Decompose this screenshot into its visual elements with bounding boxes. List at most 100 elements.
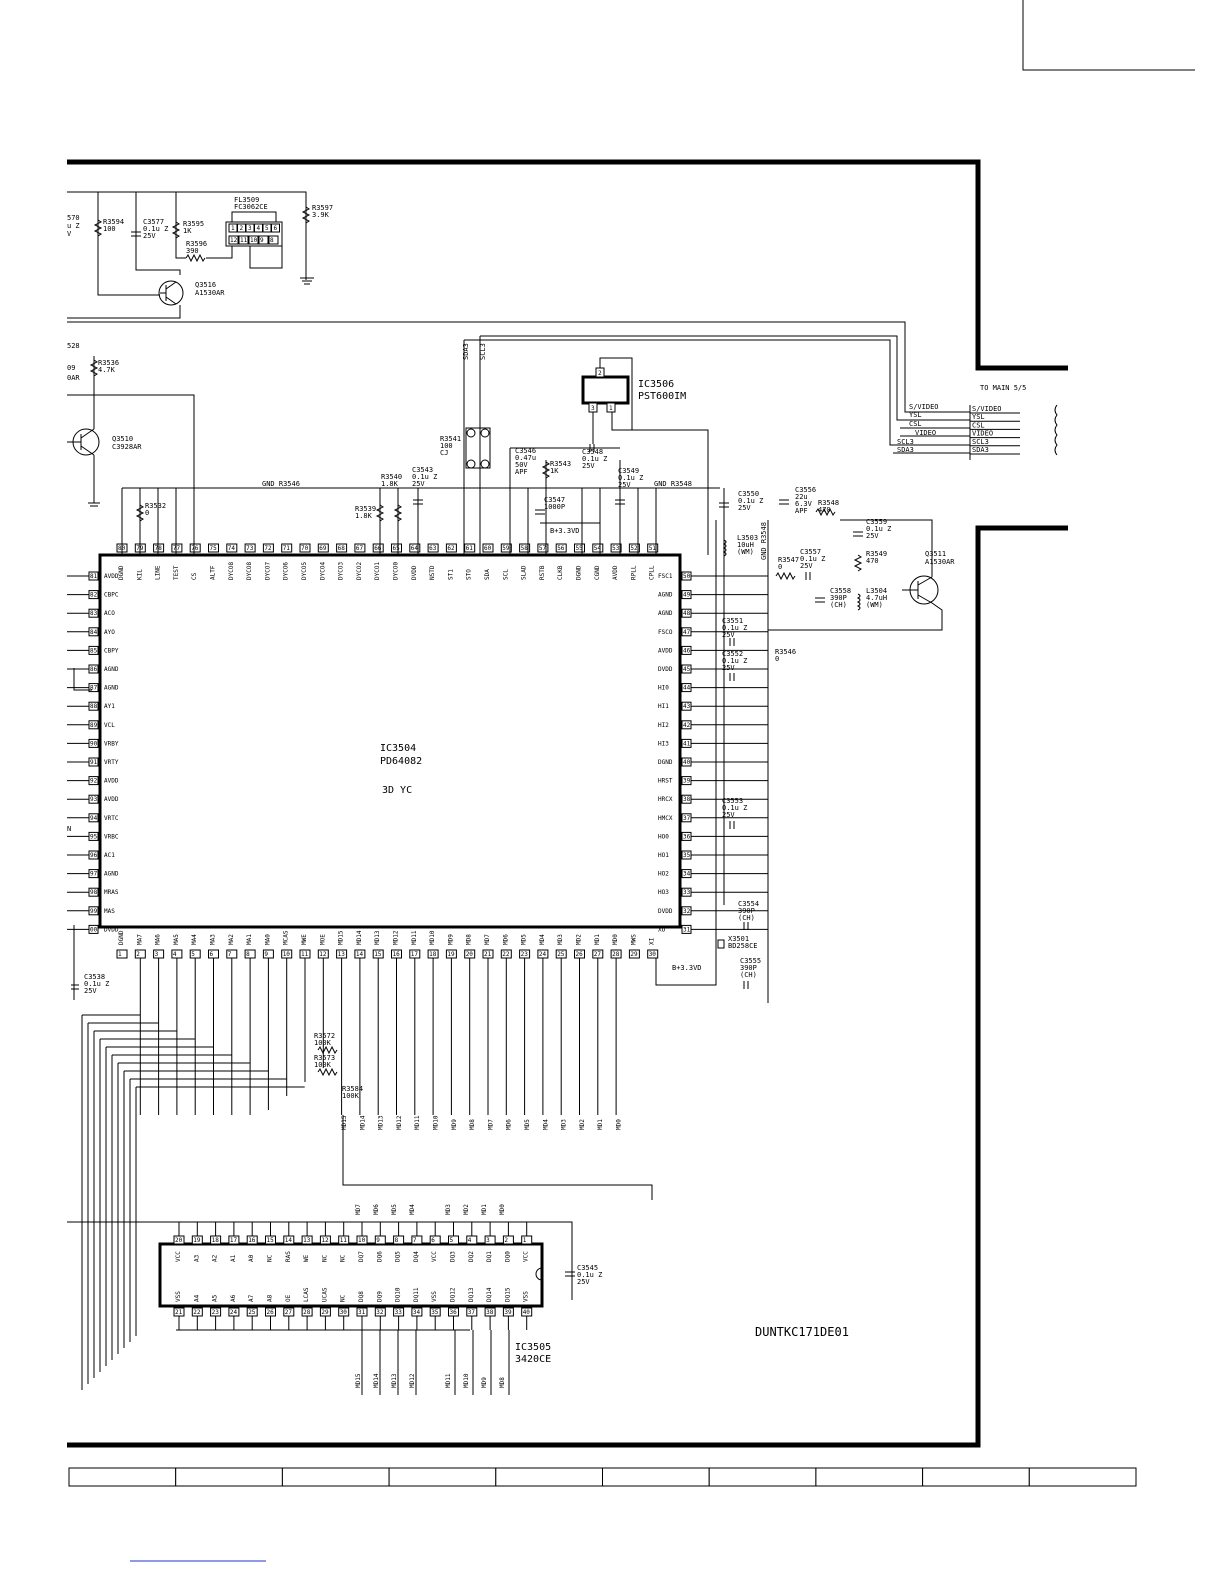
ic3504-pin-name: DYCO8 [228,562,235,580]
ic3505-pin-name: LCAS [303,1287,310,1302]
ic3504-pin-name: MD5 [521,934,528,945]
fl3509-ref: FL3509 [234,196,259,204]
connector-net-label: S/VIDEO [909,403,939,411]
ic3504-pin [427,543,439,553]
ic3505-pin-name: DQ3 [450,1251,457,1262]
fl3509-pin-number: 11 [240,237,248,244]
ic3504-pin [262,543,274,553]
ic3506-wire [599,357,633,431]
ic3504-pin-number: 4 [173,951,177,958]
bus-label: MD6 [373,1204,380,1215]
ic3504-pin-number: 32 [683,908,691,915]
ic3505-pin-number: 5 [450,1237,454,1244]
ic3504-pin-name: AYO [104,629,115,636]
ic3504-pin-number: 3 [155,951,159,958]
ic3504-pin-name: HI2 [658,722,669,729]
ic3505-pin-number: 39 [504,1309,512,1316]
ic3505-pin-number: 20 [175,1237,183,1244]
ic3504-pin-name: HRCX [658,796,673,803]
ic3504-function: 3D YC [382,785,412,796]
ic3505-pin-name: A3 [193,1254,200,1262]
resistor-glyph [301,206,311,224]
capacitor-glyph [815,597,825,603]
ic3504-pin-name: FSC1 [658,573,673,580]
bus-label: MD4 [409,1204,416,1215]
ic3504-pin-number: 73 [246,545,254,552]
ic3504-pin-number: 40 [683,759,691,766]
ic3504-pin-number: 41 [683,740,691,747]
ic3505-pin-name: VCC [523,1251,530,1262]
ic3505-pin-name: DQ12 [450,1287,457,1302]
ic3504-pin-name: AVDD [104,796,119,803]
q3511-part: A1530AR [925,558,955,566]
ic3505-pin-name: A4 [193,1294,200,1302]
capacitor-glyph [729,821,735,829]
ic3505-pin-number: 6 [431,1237,435,1244]
ic3504-pin-name: FSCO [658,629,673,636]
ic3504-pin-number: 26 [576,951,584,958]
net-label: GND_R3546 [262,480,300,488]
ic3504-pin-number: 6 [210,951,214,958]
ic3505-pin-number: 31 [358,1309,366,1316]
ic3504-pin-number: 95 [90,833,98,840]
wire [121,488,177,555]
bus-label: MD10 [433,1115,440,1130]
ic3504-pin-name: AVDD [658,647,673,654]
ic3505-pin-number: 11 [340,1237,348,1244]
footer-cell [495,1467,603,1487]
ic3505-pin-name: DQ1 [486,1251,493,1262]
fl3509-pin-number: 4 [257,225,261,232]
ic3505-pin-number: 13 [303,1237,311,1244]
ic3504-pin-name: MD1 [594,934,601,945]
ic3505-pin-number: 37 [468,1309,476,1316]
ic3504-pin-number: 56 [557,545,565,552]
ic3504-pin-number: 86 [90,666,98,673]
ic3504-pin [628,543,640,553]
bus-label: MD13 [378,1115,385,1130]
footer-cell [388,1467,497,1487]
partial-label: 570 [67,214,80,222]
resistor-glyph [89,359,99,377]
ic3505-pin-number: 36 [450,1309,458,1316]
ic3506-pin-label: 3 [591,405,595,412]
ic3505-pin-name: DQ15 [504,1287,511,1302]
ic3504-pin-name: HI1 [658,703,669,710]
ic3504-pin-name: SCL [502,569,509,580]
ic3504-pin-name: ALTF [210,565,217,580]
bus-label: MD3 [561,1119,568,1130]
resistor-glyph [541,461,551,479]
net-label: SDA3 [462,343,470,360]
ic3504-pin-name: MWS [630,934,637,945]
ic3504-pin-number: 9 [264,951,268,958]
ic3504-pin-name: DGND [118,565,125,580]
ic3504-pin-name: HO2 [658,871,669,878]
ic3504-pin-name: HO0 [658,833,669,840]
ic3505-pin-number: 7 [413,1237,417,1244]
ic3504-pin-number: 63 [429,545,437,552]
ic3506-body [581,375,630,405]
fl3509-pin-number: 3 [248,225,252,232]
ic3504-pin-number: 81 [90,573,98,580]
ic3504-pin-number: 53 [612,545,620,552]
connector-net-label: CSL [909,420,922,428]
bus-label: MD5 [391,1204,398,1215]
ic3504-pin-name: MA0 [264,934,271,945]
wire [249,246,283,269]
ic3505-pin-name: NC [340,1254,347,1262]
bus-label: MD12 [409,1373,416,1388]
wire [361,1330,417,1395]
ic3504-pin-number: 1 [118,951,122,958]
ic3504-pin-name: DYCO1 [374,562,381,580]
ground-symbol [88,502,100,507]
ic3504-pin-number: 29 [630,951,638,958]
ic3504-pin-name: XI [649,937,656,945]
wire [509,448,657,555]
